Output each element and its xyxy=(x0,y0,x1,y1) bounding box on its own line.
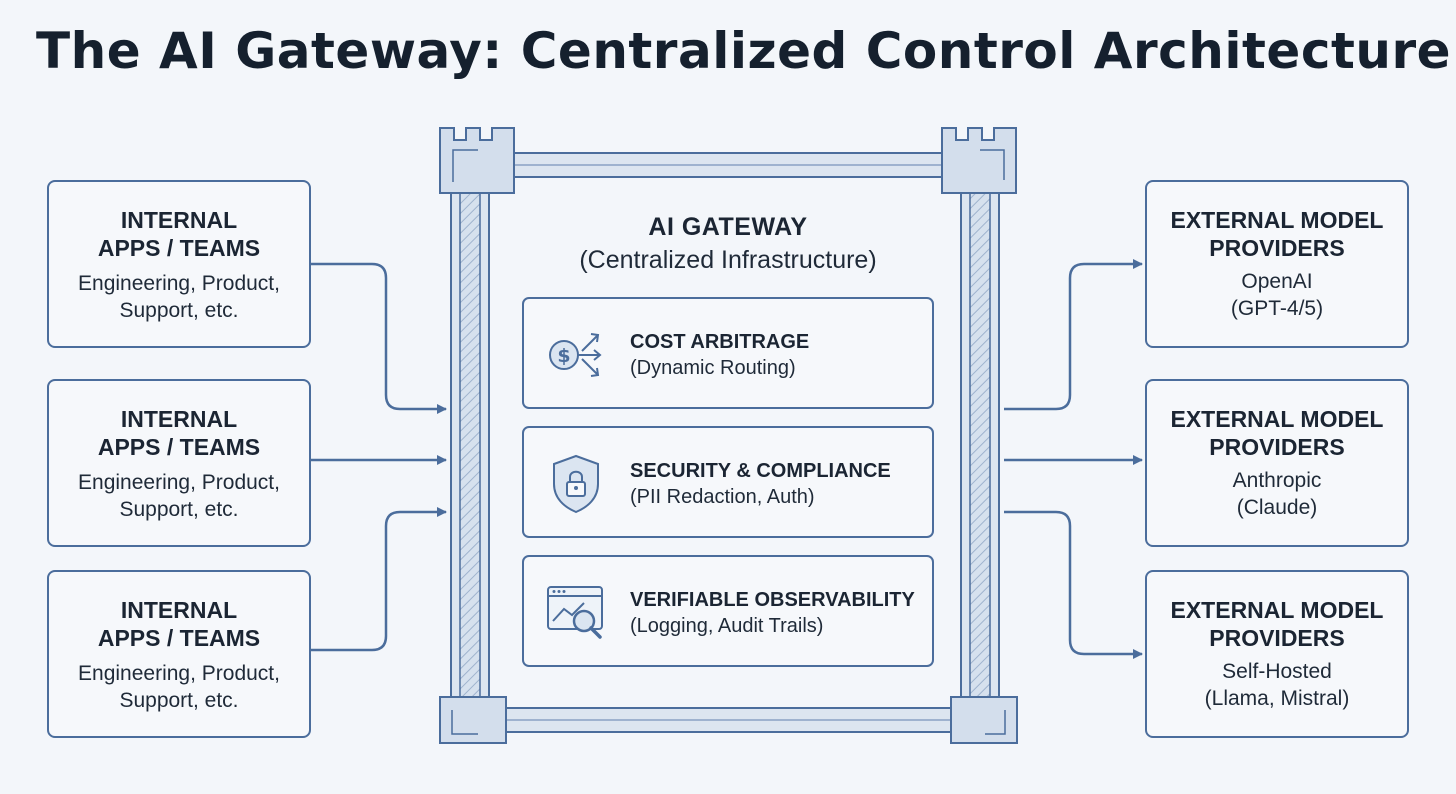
provider-model: (GPT-4/5) xyxy=(1230,297,1324,320)
dollar-routing-icon: $ xyxy=(549,333,602,377)
provider-heading: PROVIDERS xyxy=(1209,434,1345,460)
internal-apps-heading: INTERNAL xyxy=(120,406,238,432)
internal-apps-detail: Support, etc. xyxy=(119,689,239,712)
provider-name: Anthropic xyxy=(1232,469,1322,492)
internal-apps-detail: Engineering, Product, xyxy=(78,662,280,685)
connector-app3-to-gateway xyxy=(311,507,447,652)
connector-app1-to-gateway xyxy=(311,262,447,414)
gateway-frame xyxy=(439,127,1018,744)
provider-name: OpenAI xyxy=(1241,270,1313,293)
internal-apps-box-3: INTERNAL APPS / TEAMS Engineering, Produ… xyxy=(47,570,311,738)
gateway-heading: AI GATEWAY (Centralized Infrastructure) xyxy=(520,210,936,276)
diagram-title: The AI Gateway: Centralized Control Arch… xyxy=(36,22,1452,80)
internal-apps-heading: APPS / TEAMS xyxy=(97,434,261,460)
feature-heading: SECURITY & COMPLIANCE xyxy=(630,460,891,482)
provider-heading: PROVIDERS xyxy=(1209,625,1345,651)
connector-gateway-to-selfhosted xyxy=(1004,510,1143,659)
internal-apps-heading: APPS / TEAMS xyxy=(97,235,261,261)
internal-apps-heading: INTERNAL xyxy=(120,207,238,233)
feature-heading: VERIFIABLE OBSERVABILITY xyxy=(630,589,915,611)
connector-gateway-to-openai xyxy=(1004,259,1143,411)
provider-model: (Llama, Mistral) xyxy=(1204,687,1350,710)
internal-apps-heading: APPS / TEAMS xyxy=(97,625,261,651)
gateway-subtitle: (Centralized Infrastructure) xyxy=(579,246,877,274)
provider-name: Self-Hosted xyxy=(1222,660,1332,683)
feature-cost-arbitrage: $ COST ARBITRAGE (Dynamic Routing) xyxy=(522,297,934,409)
internal-apps-box-1: INTERNAL APPS / TEAMS Engineering, Produ… xyxy=(47,180,311,348)
chart-magnifier-icon xyxy=(547,586,603,639)
feature-detail: (Logging, Audit Trails) xyxy=(630,615,824,637)
feature-detail: (PII Redaction, Auth) xyxy=(630,486,815,508)
internal-apps-detail: Engineering, Product, xyxy=(78,272,280,295)
provider-heading: EXTERNAL MODEL xyxy=(1170,406,1384,432)
provider-box-openai: EXTERNAL MODEL PROVIDERS OpenAI (GPT-4/5… xyxy=(1145,180,1409,348)
gateway-title: AI GATEWAY xyxy=(648,213,808,241)
internal-apps-heading: INTERNAL xyxy=(120,597,238,623)
feature-verifiable-observability: VERIFIABLE OBSERVABILITY (Logging, Audit… xyxy=(522,555,934,667)
feature-detail: (Dynamic Routing) xyxy=(630,357,796,379)
internal-apps-detail: Support, etc. xyxy=(119,299,239,322)
internal-apps-box-2: INTERNAL APPS / TEAMS Engineering, Produ… xyxy=(47,379,311,547)
provider-model: (Claude) xyxy=(1236,496,1318,519)
provider-heading: EXTERNAL MODEL xyxy=(1170,597,1384,623)
provider-box-selfhosted: EXTERNAL MODEL PROVIDERS Self-Hosted (Ll… xyxy=(1145,570,1409,738)
shield-lock-icon xyxy=(553,454,599,514)
internal-apps-detail: Engineering, Product, xyxy=(78,471,280,494)
provider-heading: PROVIDERS xyxy=(1209,235,1345,261)
internal-apps-detail: Support, etc. xyxy=(119,498,239,521)
svg-text:$: $ xyxy=(557,345,570,367)
provider-box-anthropic: EXTERNAL MODEL PROVIDERS Anthropic (Clau… xyxy=(1145,379,1409,547)
feature-heading: COST ARBITRAGE xyxy=(630,331,810,353)
provider-heading: EXTERNAL MODEL xyxy=(1170,207,1384,233)
feature-security-compliance: SECURITY & COMPLIANCE (PII Redaction, Au… xyxy=(522,426,934,538)
